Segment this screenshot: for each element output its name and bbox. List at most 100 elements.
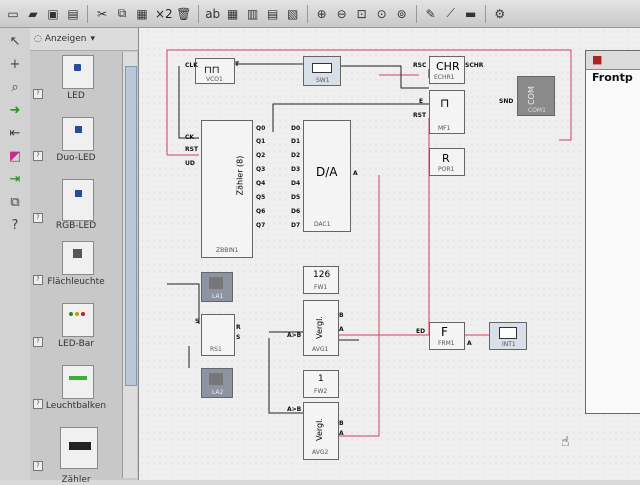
pin-snd: SND xyxy=(499,98,514,105)
pin-a-gt-b: A>B xyxy=(287,406,302,413)
wire-tool-icon[interactable]: ✎ xyxy=(425,6,436,21)
palette-item-led[interactable]: ? LED xyxy=(30,51,138,113)
block-name: DAC1 xyxy=(314,221,331,228)
zoom-window-icon[interactable]: ⊙ xyxy=(376,6,387,21)
switch-block[interactable]: SW1 xyxy=(303,56,341,86)
pin-q5: Q5 xyxy=(256,194,266,201)
exit-icon[interactable]: ⇥ xyxy=(9,171,21,187)
align-icon[interactable]: ▥ xyxy=(247,6,259,21)
chr-block[interactable]: CHR ECHR1 xyxy=(429,56,465,84)
copy-icon[interactable]: ⧉ xyxy=(117,6,127,20)
vco-block[interactable]: ⊓⊓ VCO1 xyxy=(195,58,235,84)
layer-icon[interactable]: ▧ xyxy=(287,6,299,21)
help-icon[interactable]: ? xyxy=(33,275,43,285)
cut-icon[interactable]: ✂ xyxy=(96,6,108,21)
toolbar-separator xyxy=(197,4,199,23)
toolbar-separator xyxy=(306,4,308,23)
comparator-block[interactable]: Vergl. AVG2 xyxy=(303,402,339,460)
arrow-right-icon[interactable]: ➜ xyxy=(9,102,21,118)
pin-rsc: RSC xyxy=(413,62,427,69)
palette-scrollbar[interactable] xyxy=(122,52,137,478)
fixed-value-block[interactable]: 1 FW2 xyxy=(303,370,339,398)
block-name: LA1 xyxy=(212,293,224,300)
palette-item-label: LED-Bar xyxy=(58,339,94,349)
zoom-fit-icon[interactable]: ⊡ xyxy=(356,6,367,21)
pin-a: A xyxy=(353,170,358,177)
zoom-in-icon[interactable]: ⊕ xyxy=(316,6,327,21)
com-block[interactable]: COM COM1 xyxy=(517,76,555,116)
pin-a-gt-b: A>B xyxy=(287,332,302,339)
select-pointer-icon[interactable]: ↖ xyxy=(9,33,21,49)
paste-icon[interactable]: ▦ xyxy=(136,6,148,21)
frontpanel-window[interactable]: ■ Frontp xyxy=(585,50,640,414)
led-icon xyxy=(62,55,94,89)
help-icon[interactable]: ? xyxy=(33,89,43,99)
palette-item-flaechleuchte[interactable]: ? Flächleuchte xyxy=(30,237,138,299)
pin-rst: RST xyxy=(413,112,427,119)
pin-q0: Q0 xyxy=(256,125,266,132)
block-label: COM xyxy=(526,86,536,105)
settings-gear-icon[interactable]: ⚙ xyxy=(494,6,506,21)
pin-q7: Q7 xyxy=(256,222,266,229)
palette-header[interactable]: ◌ Anzeigen ▾ xyxy=(30,28,138,51)
palette-item-label: LED xyxy=(67,91,85,101)
lamp-block[interactable]: LA2 xyxy=(201,368,233,398)
help-icon[interactable]: ? xyxy=(33,461,43,471)
zoom-multiplier-label[interactable]: ×2 xyxy=(155,6,173,21)
palette-item-leuchtbalken[interactable]: ? Leuchtbalken xyxy=(30,361,138,423)
fixed-value-block[interactable]: 126 FW1 xyxy=(303,266,339,294)
pin-a: A xyxy=(339,430,344,437)
led-bar-icon xyxy=(62,303,94,337)
pin-ud: UD xyxy=(185,160,195,167)
help-icon[interactable]: ? xyxy=(11,217,19,233)
block-label: Zähler (8) xyxy=(235,155,245,196)
grid-icon[interactable]: ▦ xyxy=(227,6,239,21)
comparator-block[interactable]: Vergl. AVG1 xyxy=(303,300,339,356)
block-name: ECHR1 xyxy=(434,74,455,81)
new-file-icon[interactable]: ▭ xyxy=(7,6,19,21)
palette-item-led-bar[interactable]: ? LED-Bar xyxy=(30,299,138,361)
palette-item-rgb-led[interactable]: ? RGB-LED xyxy=(30,175,138,237)
frequency-meter-block[interactable]: F FRM1 xyxy=(429,322,465,350)
switch-icon xyxy=(312,63,332,73)
help-icon[interactable]: ? xyxy=(33,151,43,161)
pin-schr: SCHR xyxy=(465,62,484,69)
rs-flipflop-block[interactable]: RS1 xyxy=(201,314,235,356)
pin-d0: D0 xyxy=(291,125,301,132)
pin-d4: D4 xyxy=(291,180,301,187)
color-fill-icon[interactable]: ◩ xyxy=(8,148,22,164)
arrow-left-icon[interactable]: ⇤ xyxy=(9,125,21,141)
instrument-block[interactable]: INT1 xyxy=(489,322,527,350)
probe-icon[interactable]: ⟋ xyxy=(446,6,455,20)
text-tool-icon[interactable]: ab xyxy=(205,6,221,21)
block-name: VCO1 xyxy=(206,76,223,83)
save-all-icon[interactable]: ▤ xyxy=(67,6,79,21)
magnifier-icon[interactable]: ⌕ xyxy=(11,79,19,95)
reset-block[interactable]: R POR1 xyxy=(429,148,465,176)
zoom-reset-icon[interactable]: ⊚ xyxy=(396,6,407,21)
monoflop-block[interactable]: ⊓ MF1 xyxy=(429,90,465,134)
counter-block[interactable]: Zähler (8) ZBBIN1 xyxy=(201,120,253,258)
help-icon[interactable]: ? xyxy=(33,213,43,223)
zoom-out-icon[interactable]: ⊖ xyxy=(336,6,347,21)
scrollbar-thumb[interactable] xyxy=(125,66,137,386)
help-icon[interactable]: ? xyxy=(33,399,43,409)
pin-d6: D6 xyxy=(291,208,301,215)
lamp-icon xyxy=(209,277,223,289)
hierarchy-icon[interactable]: ⧉ xyxy=(10,194,20,210)
meter-icon xyxy=(499,327,517,339)
square-wave-icon: ⊓⊓ xyxy=(204,65,220,76)
pin-b: B xyxy=(339,312,344,319)
lamp-block[interactable]: LA1 xyxy=(201,272,233,302)
palette-item-duo-led[interactable]: ? Duo-LED xyxy=(30,113,138,175)
properties-icon[interactable]: ▤ xyxy=(267,6,279,21)
block-label: R xyxy=(442,152,450,165)
open-folder-icon[interactable]: ▰ xyxy=(28,6,38,21)
crosshair-icon[interactable]: + xyxy=(9,56,21,72)
dac-block[interactable]: D/A DAC1 xyxy=(303,120,351,232)
help-icon[interactable]: ? xyxy=(33,337,43,347)
component-tool-icon[interactable]: ▬ xyxy=(465,6,477,21)
schematic-canvas[interactable]: ⊓⊓ VCO1 CLK T SW1 CHR ECHR1 RSC SCHR ⊓ M… xyxy=(139,28,640,480)
save-icon[interactable]: ▣ xyxy=(47,6,59,21)
delete-icon[interactable]: 🗑 xyxy=(176,6,192,21)
